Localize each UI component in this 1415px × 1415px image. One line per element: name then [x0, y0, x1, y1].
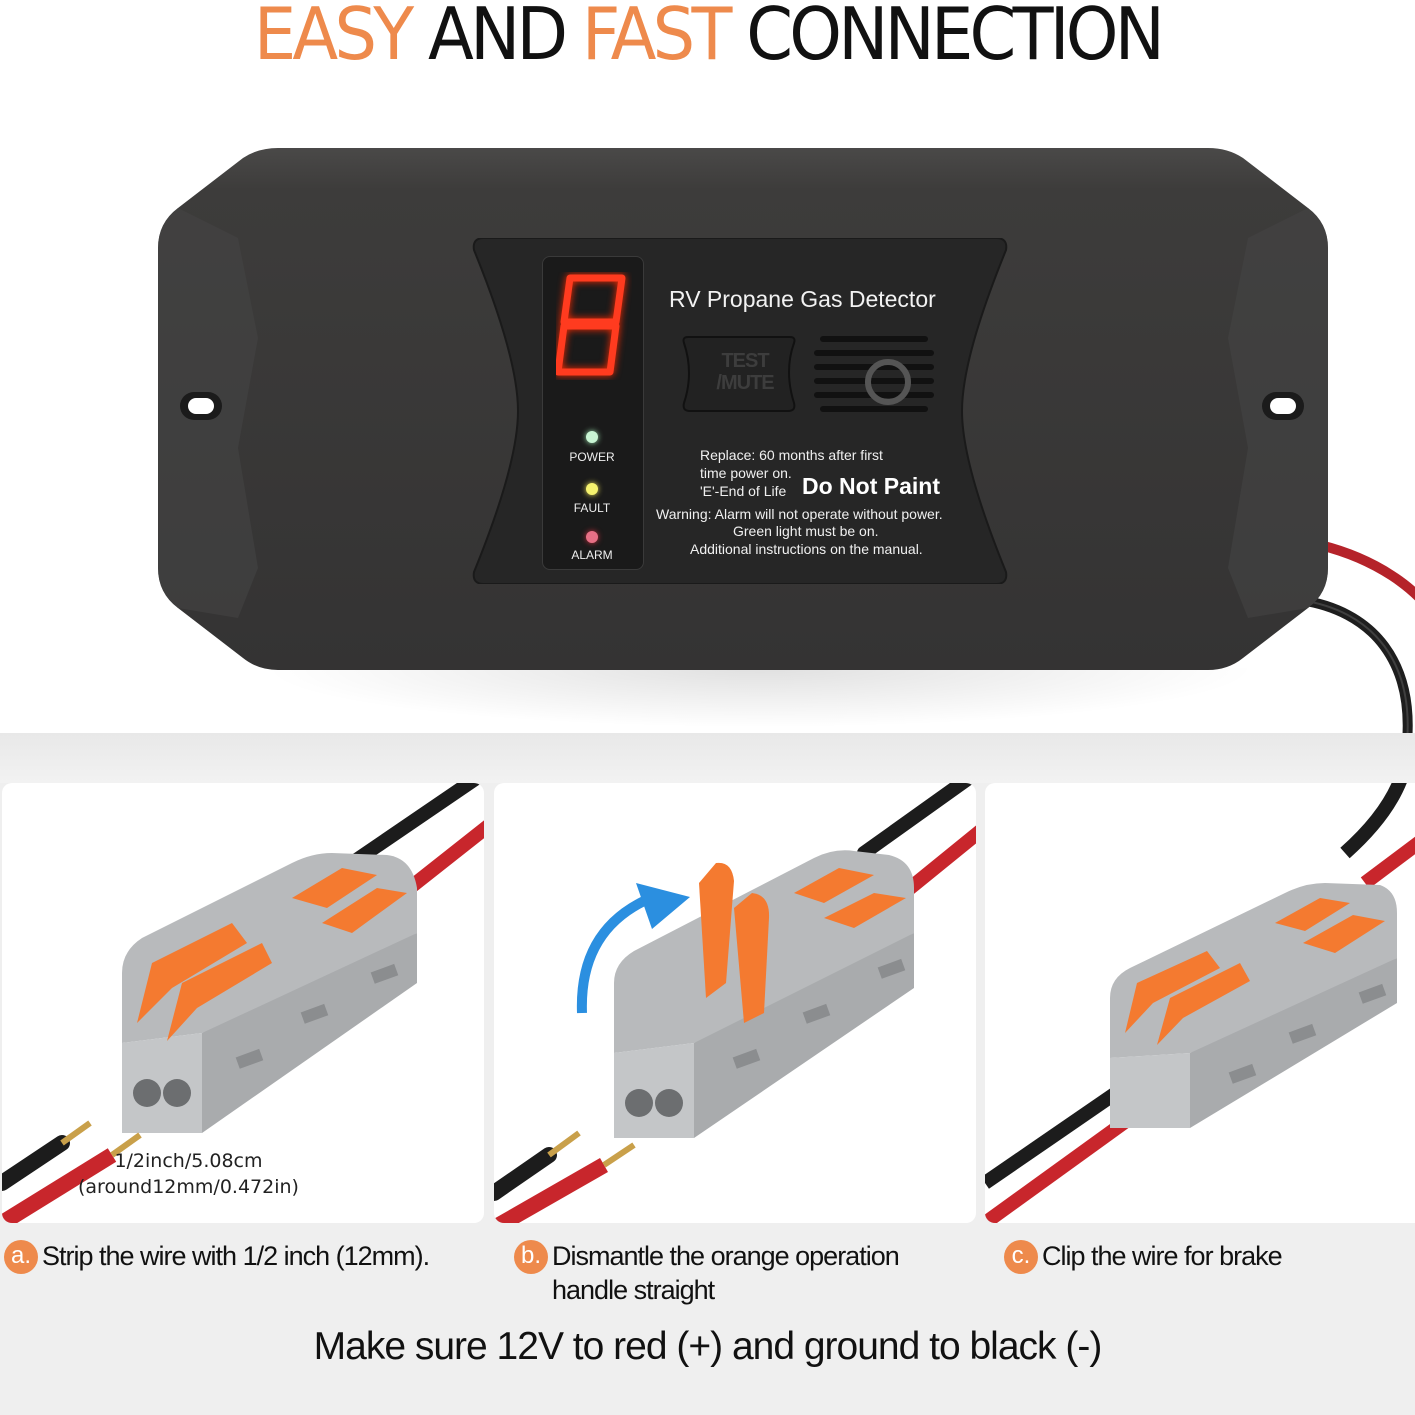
device-title: RV Propane Gas Detector [669, 286, 936, 312]
indicator-strip [542, 256, 644, 570]
headline: EASY AND FAST CONNECTION [50, 0, 1366, 74]
headline-connection: CONNECTION [746, 0, 1165, 76]
eol-text: 'E'-End of Life [700, 483, 787, 499]
replace-text-1: Replace: 60 months after first [700, 447, 883, 463]
speaker-grille [814, 336, 934, 412]
fault-label: FAULT [573, 501, 611, 515]
step-c-panel [985, 783, 1415, 1223]
step-b-caption: b.Dismantle the orange operation handle … [514, 1240, 900, 1306]
lever-connector-clipped [1110, 883, 1397, 1128]
warning-text-2: Green light must be on. [733, 523, 879, 539]
warning-text-3: Additional instructions on the manual. [690, 541, 923, 557]
fault-led [586, 483, 598, 495]
do-not-paint-text: Do Not Paint [802, 473, 940, 499]
replace-text-2: time power on. [700, 465, 792, 481]
alarm-label: ALARM [571, 548, 613, 562]
power-led [586, 431, 598, 443]
lever-connector-open [614, 850, 914, 1138]
step-b-badge: b. [514, 1240, 548, 1274]
headline-and: AND [428, 0, 582, 76]
test-mute-button[interactable] [680, 335, 798, 413]
strip-length-measure: 1/2inch/5.08cm (around12mm/0.472in) [78, 1150, 299, 1198]
polarity-note: Make sure 12V to red (+) and ground to b… [313, 1325, 1103, 1368]
band-top-strip [0, 733, 1415, 783]
step-c-caption: c.Clip the wire for brake [1004, 1240, 1283, 1274]
step-a-caption: a.Strip the wire with 1/2 inch (12mm). [4, 1240, 430, 1274]
step-a-badge: a. [4, 1240, 38, 1274]
rotate-arrow-icon [576, 896, 647, 1014]
test-mute-label: TEST /MUTE [716, 350, 774, 394]
headline-fast: FAST [581, 0, 747, 76]
device-shadow [260, 668, 1260, 728]
headline-easy: EASY [253, 0, 429, 76]
step-a-panel [2, 783, 484, 1223]
power-label: POWER [569, 450, 615, 464]
step-b-panel [494, 783, 976, 1223]
mount-hole-left [180, 392, 222, 420]
warning-text-1: Warning: Alarm will not operate without … [656, 506, 943, 522]
step-c-badge: c. [1004, 1240, 1038, 1274]
lever-connector-closed [122, 853, 417, 1133]
mount-hole-right [1262, 392, 1304, 420]
seven-segment-display [556, 274, 626, 376]
alarm-led [586, 531, 598, 543]
